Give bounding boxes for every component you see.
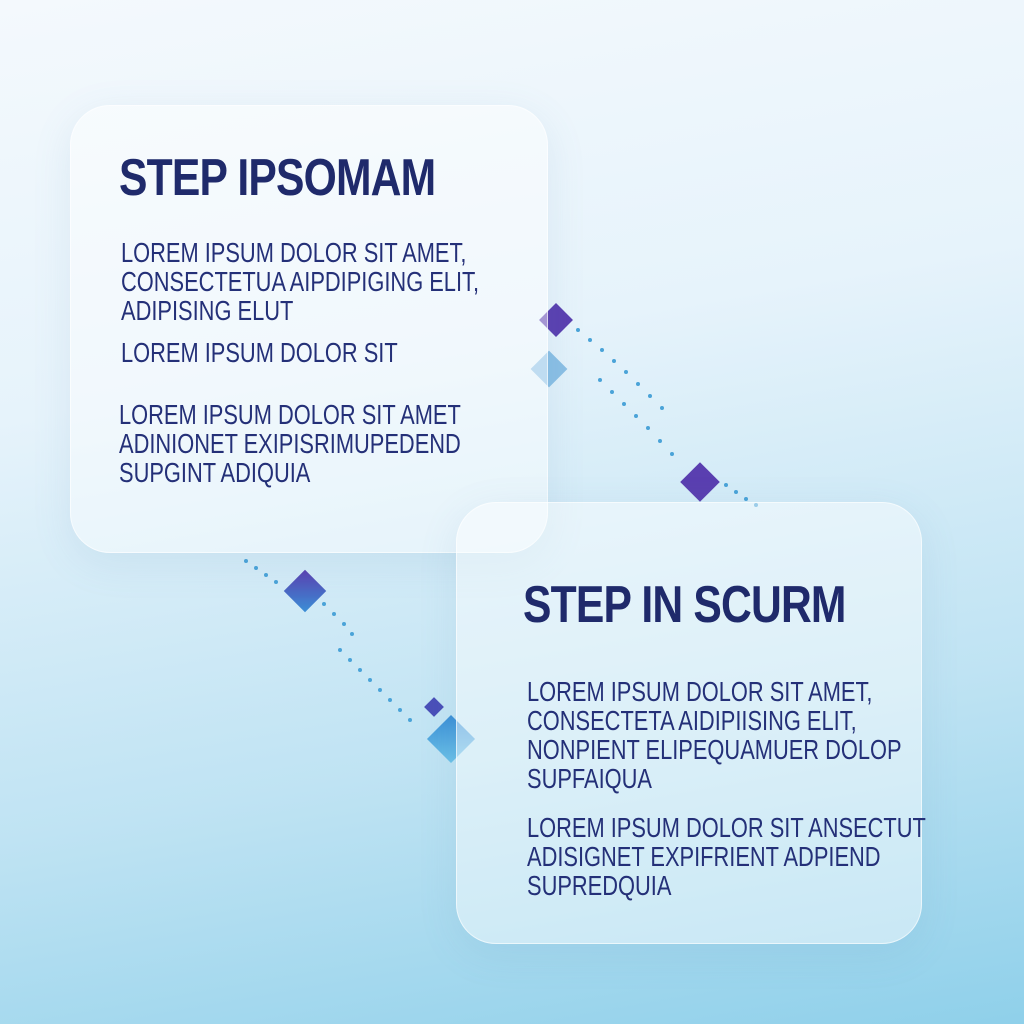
dot bbox=[408, 718, 412, 722]
dot bbox=[636, 382, 640, 386]
upper-dotted-lines bbox=[576, 328, 758, 507]
step-card-2: STEP IN SCURM LOREM IPSUM DOLOR SIT AMET… bbox=[456, 502, 926, 944]
dot bbox=[658, 439, 662, 443]
dot bbox=[342, 622, 346, 626]
step-paragraph: LOREM IPSUM DOLOR SIT AMET ADINIONET EXI… bbox=[119, 400, 461, 487]
dot bbox=[660, 406, 664, 410]
text-line: SUPGINT ADIQUIA bbox=[119, 457, 311, 488]
dot bbox=[254, 566, 258, 570]
dot bbox=[612, 359, 616, 363]
diamond-icon bbox=[424, 697, 444, 717]
dot bbox=[358, 668, 362, 672]
text-line: LOREM IPSUM DOLOR SIT AMET, bbox=[527, 676, 873, 707]
step-paragraph: LOREM IPSUM DOLOR SIT ANSECTUT ADISIGNET… bbox=[527, 813, 926, 900]
dot bbox=[670, 452, 674, 456]
text-line: LOREM IPSUM DOLOR SIT ANSECTUT bbox=[527, 812, 926, 843]
dot bbox=[244, 559, 248, 563]
dot bbox=[744, 497, 748, 501]
dot bbox=[350, 632, 354, 636]
dot bbox=[646, 426, 650, 430]
dot bbox=[322, 602, 326, 606]
lower-dotted-lines bbox=[244, 559, 412, 722]
step-paragraph: LOREM IPSUM DOLOR SIT AMET, CONSECTETA A… bbox=[527, 677, 902, 793]
dot bbox=[576, 328, 580, 332]
dot bbox=[368, 678, 372, 682]
step-title: STEP IPSOMAM bbox=[119, 149, 436, 207]
step-paragraph: LOREM IPSUM DOLOR SIT AMET, CONSECTETUA … bbox=[121, 238, 479, 325]
step-title: STEP IN SCURM bbox=[523, 576, 846, 634]
text-line: SUPFAIQUA bbox=[527, 763, 653, 794]
diamond-icon bbox=[680, 462, 720, 502]
text-line: ADIPISING ELUT bbox=[121, 295, 294, 326]
dot bbox=[648, 394, 652, 398]
dot bbox=[274, 580, 278, 584]
dot bbox=[622, 402, 626, 406]
dot bbox=[378, 688, 382, 692]
text-line: CONSECTETA AIDIPIISING ELIT, bbox=[527, 705, 857, 736]
dot bbox=[734, 490, 738, 494]
dot bbox=[610, 390, 614, 394]
dot bbox=[348, 658, 352, 662]
text-line: CONSECTETUA AIPDIPIGING ELIT, bbox=[121, 266, 480, 297]
step-paragraph: LOREM IPSUM DOLOR SIT bbox=[121, 338, 398, 367]
diamond-icon bbox=[283, 569, 327, 613]
dot bbox=[338, 648, 342, 652]
text-line: LOREM IPSUM DOLOR SIT bbox=[121, 337, 398, 368]
dot bbox=[398, 708, 402, 712]
text-line: ADISIGNET EXPIFRIENT ADPIEND bbox=[527, 841, 881, 872]
dot bbox=[600, 348, 604, 352]
dot bbox=[264, 573, 268, 577]
text-line: ADINIONET EXIPISRIMUPEDEND bbox=[119, 428, 461, 459]
text-line: NONPIENT ELIPEQUAMUER DOLOP bbox=[527, 734, 902, 765]
step-card-1: STEP IPSOMAM LOREM IPSUM DOLOR SIT AMET,… bbox=[70, 105, 548, 553]
text-line: SUPREDQUIA bbox=[527, 870, 672, 901]
dot bbox=[388, 698, 392, 702]
dot bbox=[332, 612, 336, 616]
lower-diamonds bbox=[283, 569, 476, 764]
dot bbox=[724, 483, 728, 487]
text-line: LOREM IPSUM DOLOR SIT AMET, bbox=[121, 237, 467, 268]
dot bbox=[598, 378, 602, 382]
upper-diamonds bbox=[530, 303, 720, 502]
text-line: LOREM IPSUM DOLOR SIT AMET bbox=[119, 399, 461, 430]
dot bbox=[634, 414, 638, 418]
dot bbox=[588, 338, 592, 342]
dot bbox=[624, 370, 628, 374]
